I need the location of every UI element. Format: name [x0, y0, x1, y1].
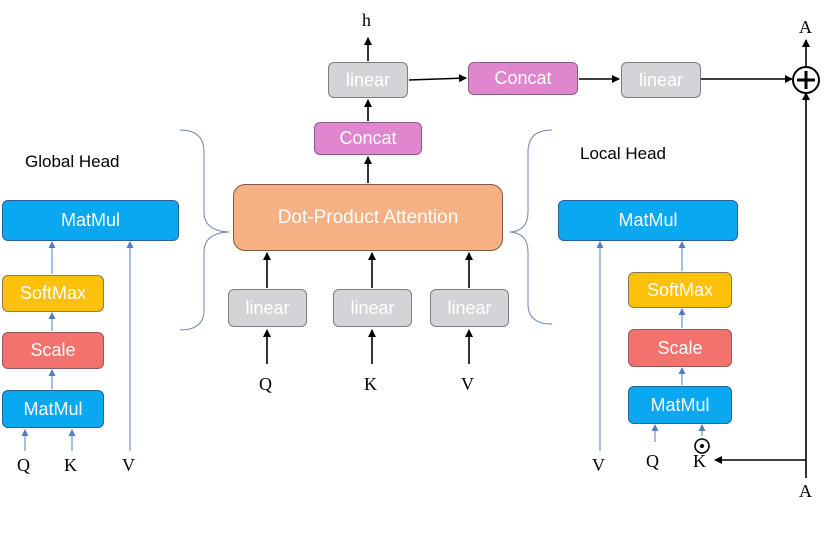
center-v-label: V: [461, 374, 474, 394]
right-brace: [509, 129, 553, 325]
global-v-label: V: [122, 455, 135, 475]
center-q-label: Q: [259, 374, 272, 394]
left-brace: [179, 129, 230, 331]
global-softmax-box: SoftMax: [2, 275, 104, 312]
local-head-heading: Local Head: [580, 144, 667, 163]
top-linear-box: linear: [621, 62, 701, 98]
linear-to-concat-arrow: [408, 74, 467, 83]
global-q-label: Q: [17, 455, 30, 475]
global-head-connectors: [21, 241, 134, 451]
global-scale-box: Scale: [2, 332, 104, 369]
local-scale-box: Scale: [628, 329, 732, 367]
add-operator-icon: [792, 66, 820, 94]
global-head-heading: Global Head: [25, 152, 120, 171]
local-q-label: Q: [646, 451, 659, 471]
local-head-connectors: [596, 241, 706, 451]
top-concat-box: Concat: [468, 62, 578, 95]
residual-top-a-label: A: [799, 17, 812, 37]
local-matmul-top-box: MatMul: [558, 200, 738, 241]
local-softmax-box: SoftMax: [628, 272, 732, 308]
center-linear-2-box: linear: [333, 289, 412, 327]
residual-bottom-a-label: A: [799, 481, 812, 501]
global-matmul-bottom-box: MatMul: [2, 390, 104, 428]
center-linear-1-box: linear: [228, 289, 307, 327]
local-v-label: V: [592, 455, 605, 475]
center-connectors: [263, 37, 810, 478]
hadamard-operator-icon: [694, 438, 710, 454]
center-linear-3-box: linear: [430, 289, 509, 327]
dot-product-attention-box: Dot-Product Attention: [233, 184, 503, 251]
center-linear-top-box: linear: [328, 62, 408, 98]
center-k-label: K: [364, 374, 377, 394]
output-h-label: h: [362, 10, 371, 30]
global-matmul-top-box: MatMul: [2, 200, 179, 241]
center-concat-box: Concat: [314, 122, 422, 155]
global-k-label: K: [64, 455, 77, 475]
local-k-label: K: [693, 451, 706, 471]
local-matmul-bottom-box: MatMul: [628, 386, 732, 424]
